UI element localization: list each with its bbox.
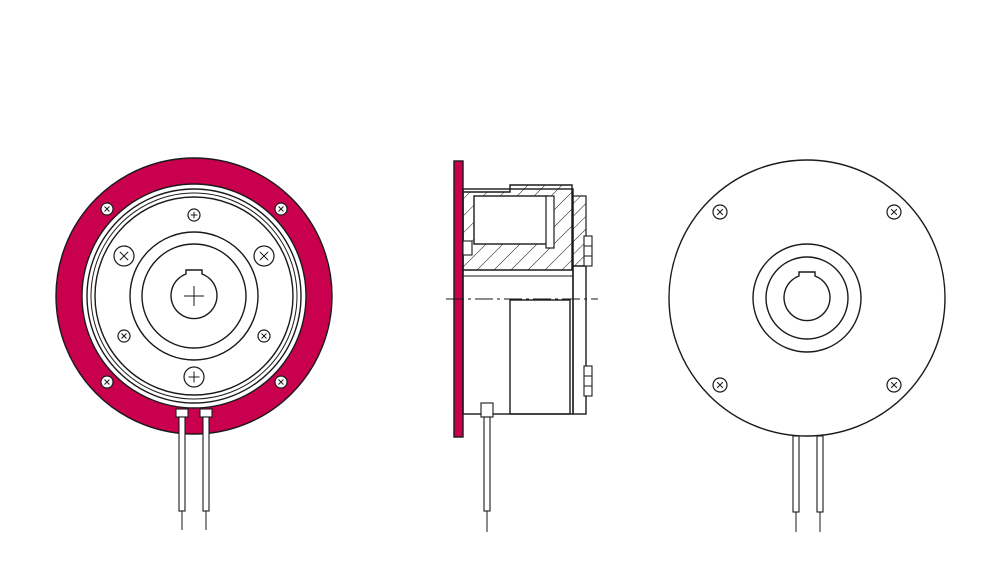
coil-winding — [545, 195, 555, 249]
cross-screw-icon — [274, 375, 288, 389]
cable-gland — [480, 402, 494, 418]
armature-screw-bottom — [583, 365, 593, 397]
armature-plate — [572, 265, 587, 415]
cross-screw-icon — [187, 208, 201, 222]
armature-screw-top — [583, 235, 593, 267]
cross-screw-icon — [100, 202, 114, 216]
locating-pin — [462, 240, 473, 256]
cross-screw-icon — [100, 375, 114, 389]
rear-view — [668, 159, 946, 532]
rear-keyed-bore — [783, 271, 831, 322]
cross-screw-icon — [257, 329, 271, 343]
rear-hub-outer — [752, 243, 862, 353]
coil-cavity — [473, 195, 549, 245]
cross-screw-icon — [113, 245, 135, 267]
cross-screw-icon — [117, 329, 131, 343]
front-view — [55, 157, 333, 530]
center-cross-icon — [184, 286, 204, 306]
cross-screw-icon — [712, 377, 728, 393]
hub-ring — [141, 243, 247, 349]
cross-screw-icon — [886, 204, 902, 220]
lead-wire-side — [483, 416, 491, 512]
armature-ring — [129, 231, 259, 361]
housing-ring-4 — [94, 196, 294, 396]
rear-housing — [668, 159, 946, 437]
housing-ring-3 — [90, 192, 298, 400]
rear-lead-wires — [792, 435, 824, 532]
keyed-bore — [170, 269, 218, 320]
cross-screw-icon — [253, 245, 275, 267]
side-section-view — [446, 160, 598, 532]
cross-screw-icon — [886, 377, 902, 393]
cross-screw-icon — [274, 202, 288, 216]
hub-body — [509, 299, 571, 415]
rear-hub-inner — [765, 256, 849, 340]
lead-wires — [178, 416, 210, 530]
cross-screw-icon — [712, 204, 728, 220]
cross-screw-icon — [183, 366, 205, 388]
housing-ring-2 — [86, 188, 302, 404]
